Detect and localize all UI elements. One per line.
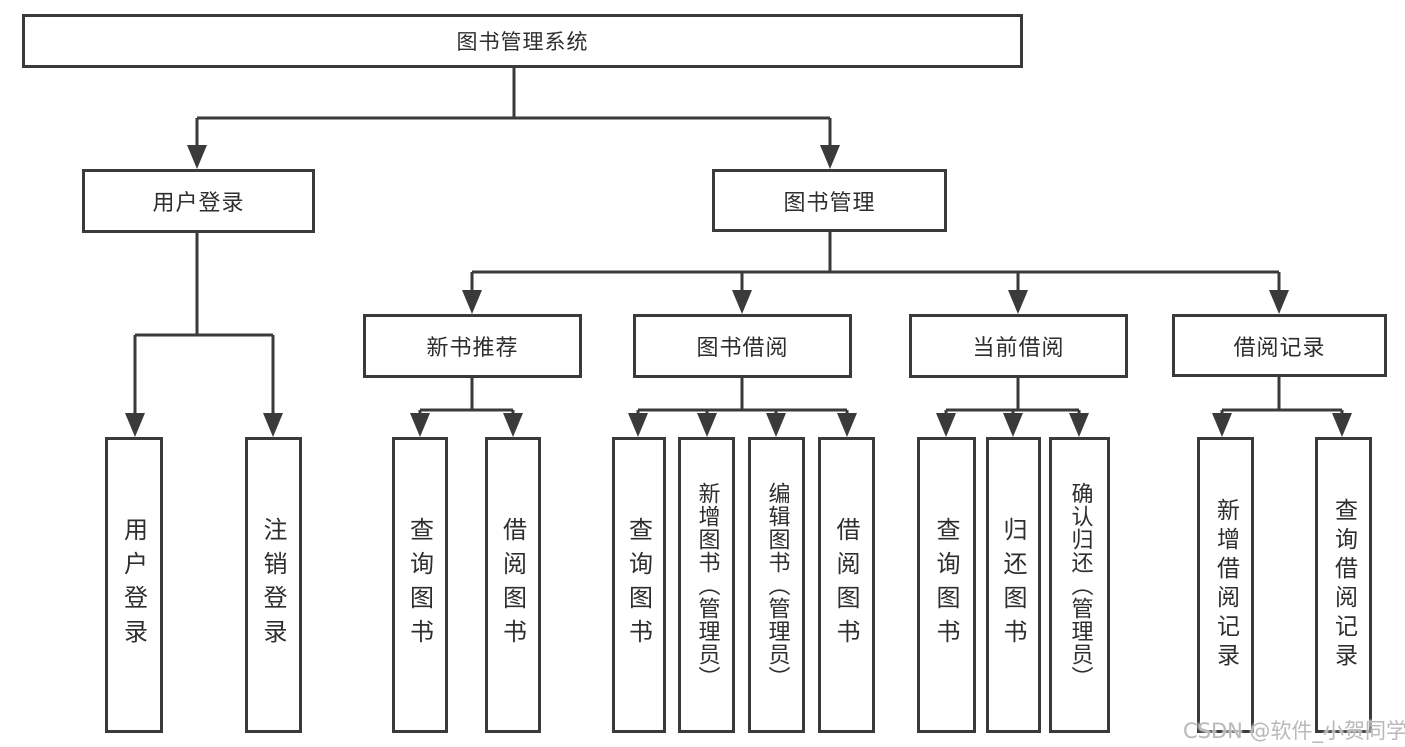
node-book-management-branch: 图书管理 [712,169,947,232]
leaf-label: 用户登录 [119,517,148,653]
leaf-bookborrow-edit-books-admin: 编辑图书（管理员） [748,437,805,733]
node-current-borrowing: 当前借阅 [909,314,1128,378]
leaf-currentborrow-confirm-return-admin: 确认归还（管理员） [1049,437,1110,733]
leaf-bookborrow-query-books: 查询图书 [612,437,666,733]
leaf-bookborrow-borrow-books: 借阅图书 [818,437,875,733]
node-new-books: 新书推荐 [363,314,582,378]
node-library-management-system: 图书管理系统 [22,14,1023,68]
leaf-logout-login: 注销登录 [245,437,302,733]
leaf-label: 归还图书 [999,517,1027,653]
node-book-borrowing: 图书借阅 [633,314,852,378]
node-label: 图书借阅 [696,336,789,361]
node-label: 新书推荐 [426,336,519,361]
node-borrow-records: 借阅记录 [1172,314,1387,377]
node-label: 用户登录 [152,191,245,216]
node-user-login-branch: 用户登录 [82,169,315,233]
leaf-label: 借阅图书 [498,517,527,653]
leaf-label: 注销登录 [259,517,287,653]
leaf-user-login: 用户登录 [105,437,163,733]
leaf-label: 借阅图书 [832,517,860,653]
leaf-currentborrow-return-books: 归还图书 [986,437,1041,733]
leaf-currentborrow-query-books: 查询图书 [917,437,976,733]
leaf-bookborrow-add-books-admin: 新增图书（管理员） [678,437,735,733]
leaf-label: 确认归还（管理员） [1067,481,1093,689]
node-label: 当前借阅 [972,336,1065,361]
leaf-label: 查询图书 [624,517,653,653]
node-label: 借阅记录 [1233,335,1326,361]
leaf-label: 查询图书 [932,517,960,653]
leaf-newbooks-query-books: 查询图书 [392,437,448,733]
leaf-label: 查询借阅记录 [1330,498,1357,672]
node-label: 图书管理 [783,190,876,216]
leaf-label: 查询图书 [405,517,434,653]
leaf-label: 编辑图书（管理员） [764,481,790,689]
leaf-label: 新增借阅记录 [1212,498,1239,672]
csdn-watermark: CSDN @软件_小贺同学 [1183,719,1405,743]
leaf-newbooks-borrow-books: 借阅图书 [485,437,541,733]
node-label: 图书管理系统 [456,30,589,54]
leaf-records-query-record: 查询借阅记录 [1315,437,1372,733]
leaf-records-add-record: 新增借阅记录 [1197,437,1254,733]
leaf-label: 新增图书（管理员） [694,481,720,689]
